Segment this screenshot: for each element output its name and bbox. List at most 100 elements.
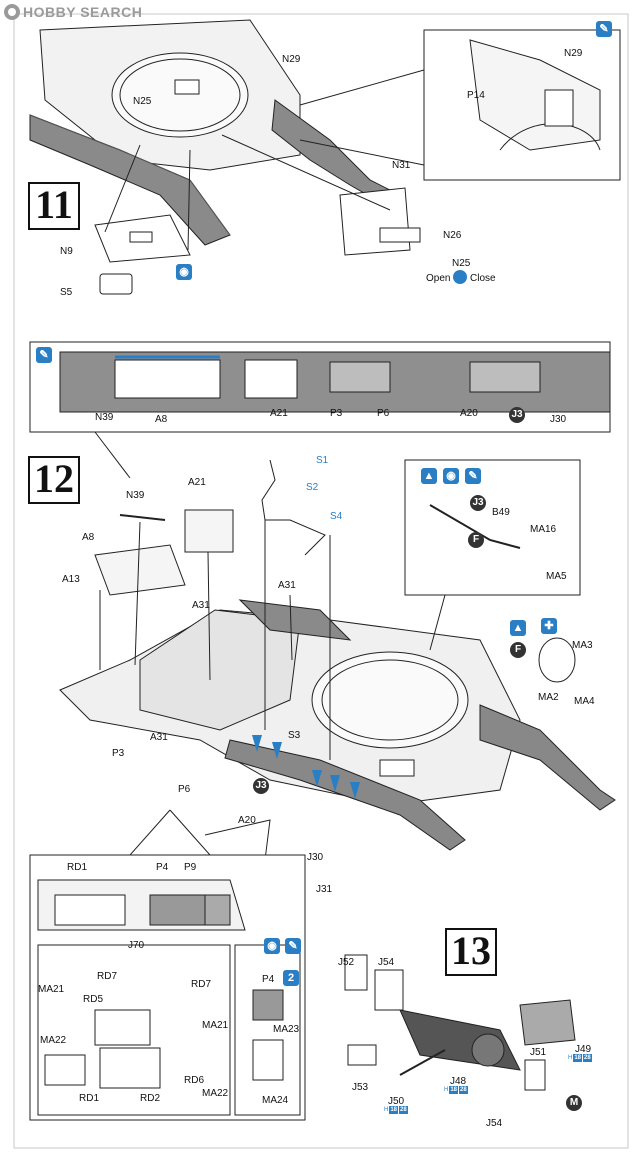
part-label: A31 xyxy=(150,732,168,743)
paint-icon: ◉ xyxy=(176,264,192,280)
part-label: J49 xyxy=(575,1044,592,1055)
sub-assembly-f-icon: F xyxy=(510,642,526,658)
part-label: A20 xyxy=(460,408,478,419)
glue-icon: ✎ xyxy=(285,938,301,954)
page-border xyxy=(13,13,629,1149)
part-label: MA2 xyxy=(538,692,559,703)
glue-icon: ✎ xyxy=(465,468,481,484)
sub-assembly-m-icon: M xyxy=(566,1095,582,1111)
part-label: RD1 xyxy=(79,1093,100,1104)
part-label: P6 xyxy=(377,408,390,419)
hobby-search-logo-icon xyxy=(4,4,20,20)
part-label: RD5 xyxy=(83,994,104,1005)
part-label-blue: S2 xyxy=(306,482,319,493)
part-label: MA22 xyxy=(40,1035,67,1046)
part-label: J30 xyxy=(550,414,567,425)
sub-assembly-j3-icon: J3 xyxy=(253,778,269,794)
step-number-11: 11 xyxy=(28,182,80,230)
part-label: RD2 xyxy=(140,1093,161,1104)
step12-strip xyxy=(29,341,611,479)
paint-icon: ◉ xyxy=(443,468,459,484)
part-label: J53 xyxy=(352,1082,369,1093)
step-badge-icon: 2 xyxy=(283,970,299,986)
part-label: N26 xyxy=(443,230,462,241)
part-label: P9 xyxy=(184,862,197,873)
part-label: J48 xyxy=(450,1076,467,1087)
part-label: J54 xyxy=(378,957,395,968)
part-label: MA24 xyxy=(262,1095,289,1106)
part-label: MA21 xyxy=(202,1020,229,1031)
part-label: RD7 xyxy=(97,971,118,982)
open-label: Open xyxy=(426,273,451,284)
part-label: N9 xyxy=(60,246,73,257)
part-label: J30 xyxy=(307,852,324,863)
sub-assembly-j3-icon: J3 xyxy=(470,495,486,511)
part-label: N39 xyxy=(95,412,114,423)
part-label: RD1 xyxy=(67,862,88,873)
part-label: A21 xyxy=(270,408,288,419)
assemble-icon: ▲ xyxy=(510,620,526,636)
step11-drawing xyxy=(29,19,621,295)
step-number-13: 13 xyxy=(445,928,497,976)
part-label: MA16 xyxy=(530,524,557,535)
glue-icon: ✎ xyxy=(36,347,52,363)
step12-main xyxy=(59,459,616,901)
part-label: A31 xyxy=(192,600,210,611)
part-label: N25 xyxy=(133,96,152,107)
part-label: P4 xyxy=(156,862,169,873)
part-label: J31 xyxy=(316,884,333,895)
part-label: J51 xyxy=(530,1047,547,1058)
part-label: MA23 xyxy=(273,1024,300,1035)
part-label: N39 xyxy=(126,490,145,501)
part-label: MA3 xyxy=(572,640,593,651)
part-label: A31 xyxy=(278,580,296,591)
part-label: P6 xyxy=(178,784,191,795)
part-label: MA21 xyxy=(38,984,65,995)
part-label: A8 xyxy=(155,414,168,425)
part-label-blue: S4 xyxy=(330,511,343,522)
part-label: P14 xyxy=(467,90,485,101)
part-label: N29 xyxy=(564,48,583,59)
part-label: A13 xyxy=(62,574,80,585)
decal-icon: ✚ xyxy=(541,618,557,634)
step-number-12: 12 xyxy=(28,456,80,504)
sub-assembly-f-icon: F xyxy=(468,532,484,548)
part-label-blue: S1 xyxy=(316,455,329,466)
part-label: A21 xyxy=(188,477,206,488)
part-label: N31 xyxy=(392,160,411,171)
part-label: RD7 xyxy=(191,979,212,990)
part-label: P3 xyxy=(112,748,125,759)
part-label: B49 xyxy=(492,507,510,518)
assemble-icon: ▲ xyxy=(421,468,437,484)
part-label: A8 xyxy=(82,532,95,543)
part-label: J70 xyxy=(128,940,145,951)
part-label: S5 xyxy=(60,287,73,298)
part-label: N29 xyxy=(282,54,301,65)
part-label: J54 xyxy=(486,1118,503,1129)
part-label: S3 xyxy=(288,730,301,741)
step12-sub xyxy=(29,854,306,1121)
watermark-text: HOBBY SEARCH xyxy=(23,4,143,20)
part-label: MA5 xyxy=(546,571,567,582)
part-label: J52 xyxy=(338,957,355,968)
paint-icon: ◉ xyxy=(264,938,280,954)
part-label: P3 xyxy=(330,408,343,419)
sub-assembly-j3-icon: J3 xyxy=(509,407,525,423)
part-label: MA22 xyxy=(202,1088,229,1099)
part-label: J50 xyxy=(388,1096,405,1107)
part-label: A20 xyxy=(238,815,256,826)
step13-drawing xyxy=(344,954,576,1091)
part-label: P4 xyxy=(262,974,275,985)
part-label: MA4 xyxy=(574,696,595,707)
open-close-icon xyxy=(453,270,467,284)
watermark-logo: HOBBY SEARCH xyxy=(4,3,142,21)
close-label: Close xyxy=(470,273,496,284)
part-label: RD6 xyxy=(184,1075,205,1086)
glue-icon: ✎ xyxy=(596,21,612,37)
part-label: N25 xyxy=(452,258,471,269)
